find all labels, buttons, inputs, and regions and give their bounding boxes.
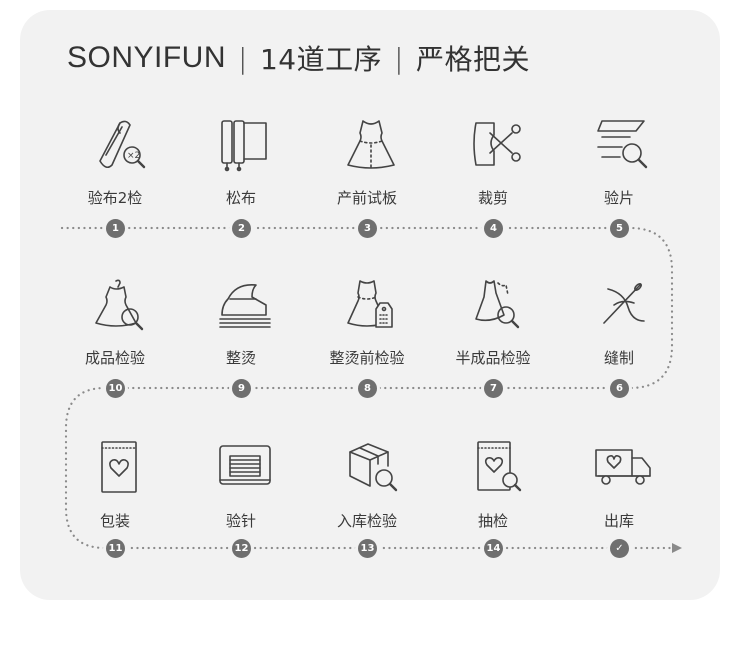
step-number-badge: 1 [106,219,125,238]
brand-name: SONYIFUN [67,41,227,74]
page-title: SONYIFUN | 14道工序 | 严格把关 [67,38,530,78]
fabric-pieces-inspect-icon [597,120,648,169]
bag-inspect-icon [477,441,522,492]
step-label: 缝制 [603,349,634,367]
delivery-truck-icon [595,449,651,485]
title-part-2: 严格把关 [416,43,531,76]
step-number-badge: 4 [484,219,503,238]
dress-icon [347,120,395,169]
iron-icon [219,283,271,328]
step-label: 出库 [603,512,634,530]
step-label: 半成品检验 [455,349,531,367]
svg-text:×2: ×2 [127,151,140,161]
needle-detector-icon [219,445,271,485]
step-number-badge: 7 [484,379,503,398]
step-label: 成品检验 [84,349,145,367]
needle-thread-icon [603,283,645,324]
step-label: 验片 [603,189,634,207]
box-inspect-icon [349,443,398,492]
step-label: 整烫 [225,349,256,367]
package-bag-icon [101,441,137,493]
fabric-roll-inspect-icon: ×2 [99,120,146,169]
step-number-badge: 8 [358,379,377,398]
hanger-dress-inspect-icon [95,279,144,331]
step-label: 入库检验 [336,512,397,530]
step-label: 产前试板 [336,189,397,207]
check-badge-icon: ✓ [610,539,629,558]
step-number-badge: 3 [358,219,377,238]
dress-tag-icon [347,280,393,328]
fabric-rolls-icon [221,120,267,172]
title-separator-2: | [394,41,405,75]
step-label: 裁剪 [477,189,508,207]
step-number-badge: 2 [232,219,251,238]
title-part-1: 14道工序 [259,43,383,76]
step-label: 松布 [225,189,256,207]
step-number-badge: 11 [106,539,125,558]
step-number-badge: 14 [484,539,503,558]
step-number-badge: 10 [106,379,125,398]
title-separator-1: | [238,41,248,75]
step-label: 包装 [99,512,130,530]
half-dress-inspect-icon [475,280,520,329]
step-label: 抽检 [477,512,508,530]
step-number-badge: 12 [232,539,251,558]
scissors-pattern-icon [473,122,521,166]
step-label: 验布2检 [87,189,143,207]
step-label: 整烫前检验 [329,349,405,367]
step-number-badge: 13 [358,539,377,558]
step-number-badge: 9 [232,379,251,398]
step-number-badge: 6 [610,379,629,398]
step-label: 验针 [225,512,256,530]
step-number-badge: 5 [610,219,629,238]
